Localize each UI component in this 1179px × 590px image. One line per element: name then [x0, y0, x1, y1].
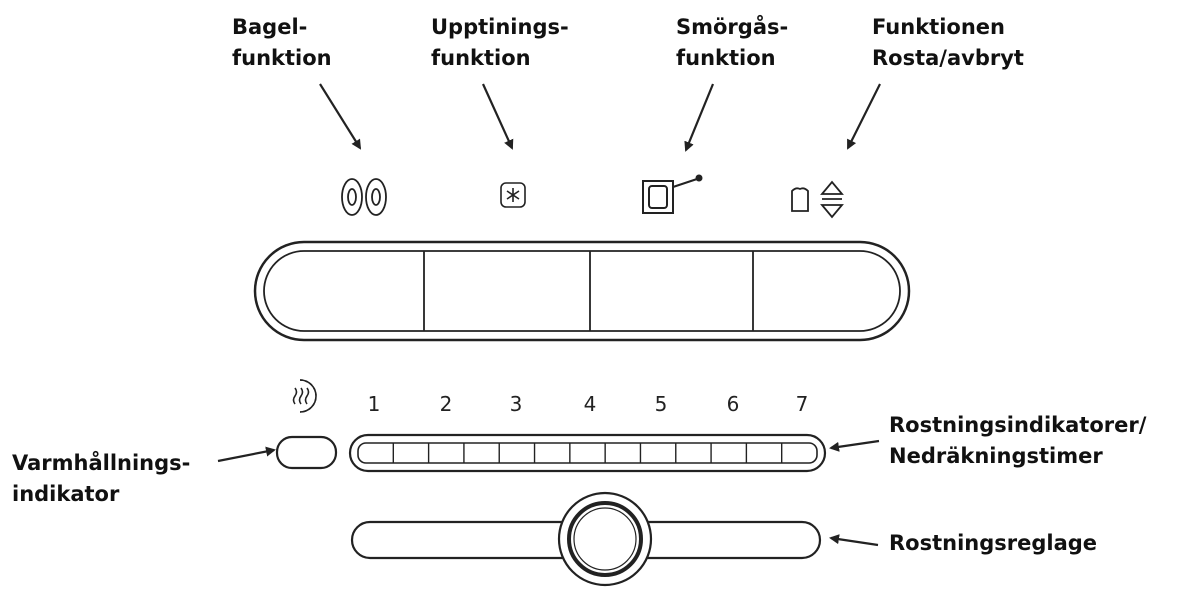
- defrost-function-label: Upptinings-funktion: [431, 15, 569, 70]
- toast-cancel-arrow: [847, 83, 881, 150]
- shade-number-6: 6: [726, 392, 740, 416]
- bagel-icon: [341, 178, 387, 216]
- keep-warm-indicator: [275, 435, 338, 470]
- shade-number-5: 5: [654, 392, 668, 416]
- bagel-arrow: [319, 83, 362, 150]
- toast-lever-up-down-icon: [791, 180, 844, 219]
- shade-number-3: 3: [509, 392, 523, 416]
- shade-number-4: 4: [583, 392, 597, 416]
- defrost-snowflake-icon: [500, 182, 526, 208]
- browning-slider-knob[interactable]: [557, 491, 653, 587]
- indicators-arrow: [829, 439, 880, 452]
- defrost-arrow: [481, 83, 514, 150]
- keep-warm-indicator-label: Varmhållnings-indikator: [12, 451, 191, 506]
- shade-number-2: 2: [439, 392, 453, 416]
- browning-indicators-label: Rostningsindikatorer/Nedräkningstimer: [889, 413, 1147, 468]
- defrost-button[interactable]: [426, 251, 589, 331]
- bagel-function-label: Bagel-funktion: [232, 15, 332, 70]
- keep-warm-icon: [292, 379, 317, 413]
- keep-warm-arrow: [217, 446, 276, 463]
- function-button-panel: [253, 240, 911, 342]
- shade-number-7: 7: [795, 392, 809, 416]
- bagel-button[interactable]: [264, 251, 423, 331]
- toast-cancel-button[interactable]: [754, 251, 900, 331]
- sandwich-arrow: [684, 83, 715, 152]
- sandwich-button[interactable]: [592, 251, 751, 331]
- slider-arrow: [829, 534, 879, 547]
- browning-indicator-bar: [348, 433, 827, 473]
- browning-slider-label: Rostningsreglage: [889, 531, 1098, 555]
- sandwich-icon: [642, 174, 703, 214]
- sandwich-function-label: Smörgås-funktion: [676, 15, 789, 70]
- shade-number-1: 1: [367, 392, 381, 416]
